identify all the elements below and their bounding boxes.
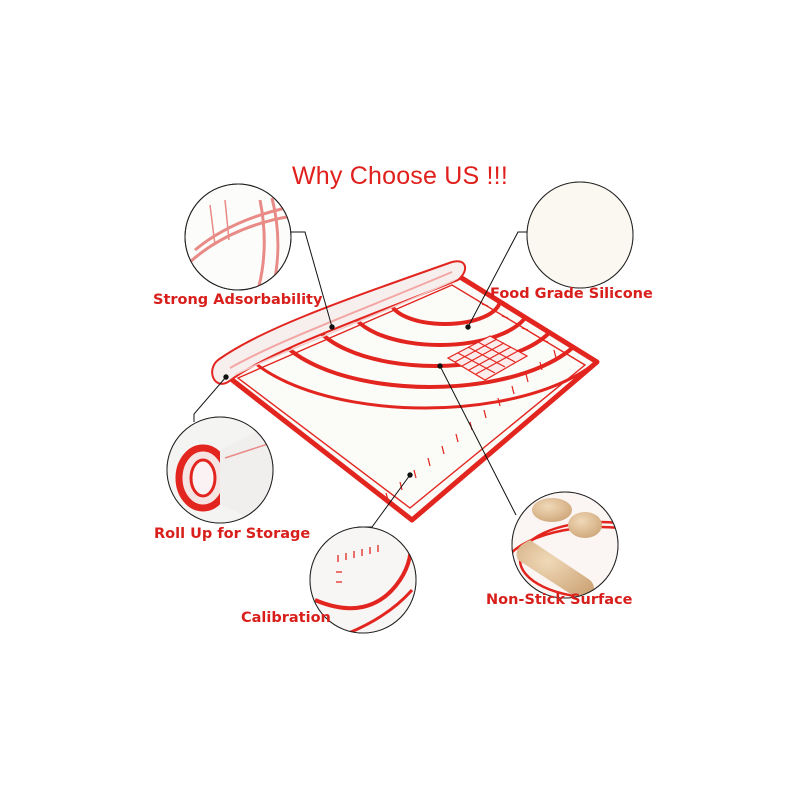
label-roll-up-for-storage: Roll Up for Storage [154,526,311,542]
label-calibration: Calibration [241,610,331,626]
detail-circle-non-stick [511,491,619,599]
callout-lines [193,231,533,528]
page-title: Why Choose US !!! [292,162,508,190]
detail-circle-calibration [309,526,417,634]
label-strong-adsorbability: Strong Adsorbability [153,292,323,308]
detail-circle-adsorbability [184,183,292,291]
detail-circle-food-grade [526,181,634,289]
label-food-grade-silicone: Food Grade Silicone [490,286,653,302]
label-non-stick-surface: Non-Stick Surface [486,592,633,608]
silicone-mat [211,260,600,523]
detail-circle-roll-up [166,416,274,524]
